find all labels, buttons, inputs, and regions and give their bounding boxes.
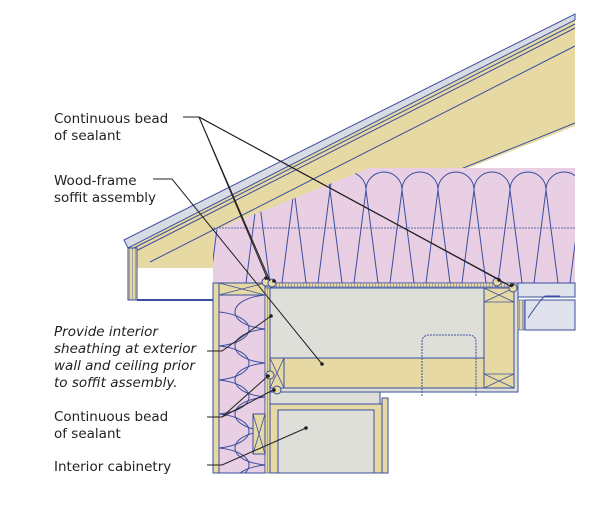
svg-text:sheathing at exterior: sheathing at exterior: [54, 341, 197, 357]
fascia-board: [127, 247, 138, 301]
svg-text:Provide interior: Provide interior: [54, 324, 159, 340]
svg-text:Interior cabinetry: Interior cabinetry: [54, 459, 171, 475]
insulation-batt: [353, 171, 415, 283]
leader-dots: [264, 276, 514, 430]
duct-outline: [421, 334, 477, 396]
wall-insulation-batt: [219, 362, 265, 415]
label-sealant-bottom: Continuous bead of sealant: [54, 409, 168, 442]
svg-text:Continuous bead: Continuous bead: [54, 409, 168, 425]
svg-text:of sealant: of sealant: [54, 426, 121, 442]
leader-lines: [153, 116, 513, 466]
roof-assembly: [123, 13, 576, 301]
insulation-batt: [389, 171, 451, 283]
interior-cabinetry: [252, 391, 389, 474]
svg-text:Wood-frame: Wood-frame: [54, 173, 137, 189]
svg-text:to soffit assembly.: to soffit assembly.: [54, 375, 178, 391]
svg-text:Continuous bead: Continuous bead: [54, 111, 168, 127]
label-sealant-top: Continuous bead of sealant: [54, 111, 168, 144]
svg-text:wall and ceiling prior: wall and ceiling prior: [54, 358, 196, 374]
label-soffit-assembly: Wood-frame soffit assembly: [54, 173, 156, 206]
interior-ceiling-right: [517, 282, 576, 331]
wall-insulation-batt: [219, 294, 265, 347]
sealant-beads: [261, 277, 518, 395]
svg-text:of sealant: of sealant: [54, 128, 121, 144]
insulation-batt: [497, 171, 559, 283]
exterior-wall: [212, 282, 271, 474]
insulation-batt: [533, 171, 575, 283]
insulation-batt: [425, 171, 487, 283]
svg-text:soffit assembly: soffit assembly: [54, 190, 156, 206]
wall-insulation-batt: [239, 464, 265, 473]
wall-insulation-batt: [219, 328, 265, 381]
label-cabinetry: Interior cabinetry: [54, 459, 171, 475]
soffit-assembly: [269, 287, 519, 396]
label-sheathing-note: Provide interior sheathing at exterior w…: [54, 324, 197, 391]
insulation-batt: [461, 171, 523, 283]
